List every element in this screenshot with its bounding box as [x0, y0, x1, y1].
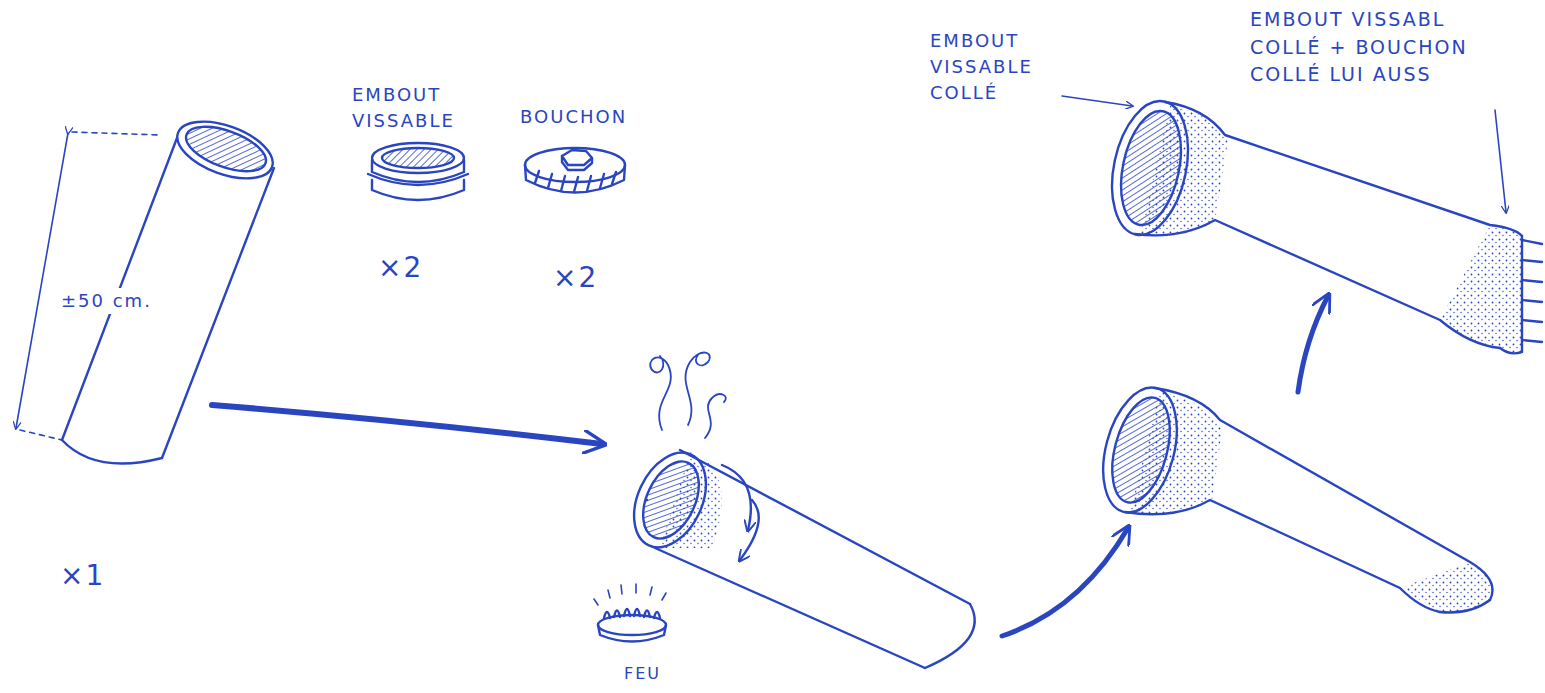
heat-label: FEU	[624, 662, 704, 685]
threaded-fitting	[368, 143, 468, 200]
dimension-line	[16, 132, 160, 440]
process-arrow	[1298, 296, 1328, 392]
leader-line	[1062, 96, 1132, 106]
quantity: ×2	[378, 248, 458, 289]
smoke	[650, 353, 726, 438]
part-name: BOUCHON	[520, 104, 670, 130]
quantity: ×2	[553, 258, 633, 299]
tube	[1091, 379, 1493, 612]
process-arrow	[1002, 528, 1128, 636]
quantity: ×1	[60, 556, 140, 597]
process-arrow	[212, 405, 602, 444]
callout-note: EMBOUT VISSABLE COLLÉ	[930, 28, 1062, 106]
dimension: ±50 cm.	[58, 288, 194, 314]
leader-line	[1495, 110, 1506, 212]
callout-note: EMBOUT VISSABL COLLÉ + BOUCHON COLLÉ LUI…	[1250, 6, 1512, 89]
tube	[1101, 94, 1542, 353]
tube	[620, 441, 975, 668]
cap	[525, 148, 625, 193]
part-name: EMBOUT VISSABLE	[352, 82, 487, 134]
burner	[594, 584, 666, 642]
